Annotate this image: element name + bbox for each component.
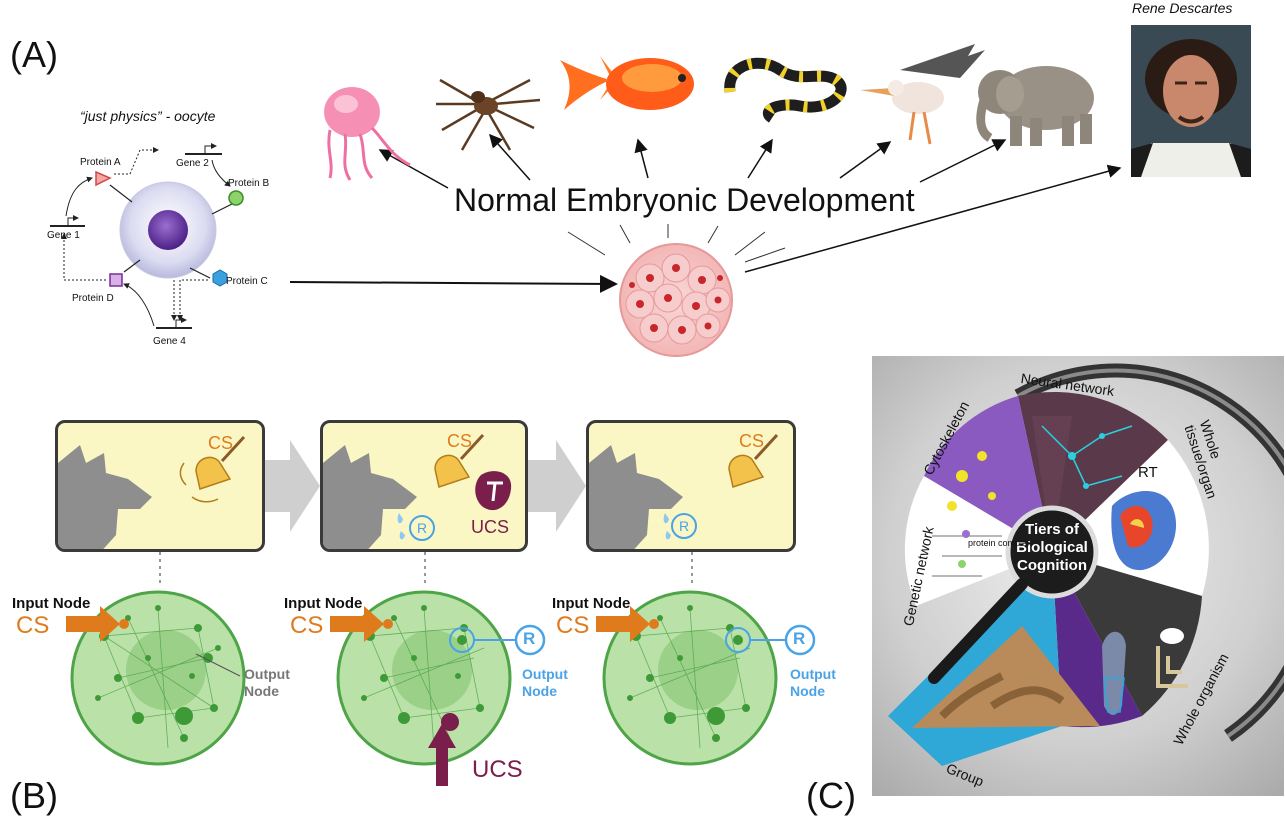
protein-b-shape: [228, 190, 244, 206]
label-protein-c: Protein C: [226, 276, 268, 287]
spider-icon: [436, 78, 541, 151]
jellyfish-icon: [324, 87, 411, 181]
output-node-label-3: Output Node: [790, 666, 836, 700]
magnifier-lens: [1005, 505, 1099, 599]
r-label: R: [678, 518, 690, 534]
label-gene-4: Gene 4: [153, 336, 186, 347]
cs-input-label-3: CS: [556, 612, 590, 639]
output-node-label-1: Output Node: [244, 666, 290, 700]
input-node-label-1: Input Node: [12, 595, 91, 612]
output-node-label-2: Output Node: [522, 666, 568, 700]
dog-silhouette-icon: [323, 445, 417, 549]
label-protein-a: Protein A: [80, 157, 121, 168]
embryo-morula: [619, 243, 733, 357]
protein-d-shape: [109, 273, 123, 287]
tiers-center-label: Tiers of Biological Cognition: [1012, 521, 1092, 575]
panel-label-a: (A): [10, 34, 58, 75]
output-line-1: Output: [244, 666, 290, 682]
protein-c-shape: [212, 269, 228, 287]
sector-cytoskeleton: [924, 396, 1052, 552]
input-node-label-3: Input Node: [552, 595, 631, 612]
output-line-1: Output: [790, 666, 836, 682]
inner-label-rt: RT: [1138, 464, 1158, 481]
bell-icon: [434, 433, 485, 488]
sector-organism: [1052, 552, 1202, 716]
cs-input-label-2: CS: [290, 612, 324, 639]
cs-label-1: CS: [208, 433, 234, 453]
drool-icon: [663, 513, 671, 540]
descartes-portrait: [1131, 25, 1251, 177]
bell-icon: [728, 433, 779, 488]
label-gene-2: Gene 2: [176, 158, 209, 169]
inner-label-protein-complex: protein complex: [968, 538, 1032, 548]
network-circle-1: [70, 590, 246, 766]
scene-box-2: CS UCS R: [320, 420, 528, 552]
r-badge-box-3: R: [671, 513, 697, 539]
development-label: Normal Embryonic Development: [454, 182, 915, 218]
r-output-2: R: [523, 629, 536, 648]
ucs-input-label: UCS: [472, 756, 523, 783]
goldfish-icon: [560, 56, 694, 110]
output-line-2: Node: [522, 683, 557, 699]
output-line-1: Output: [522, 666, 568, 682]
scene-box-3: CS R: [586, 420, 796, 552]
cs-label-2: CS: [447, 431, 473, 451]
cs-label-3: CS: [739, 431, 765, 451]
scene-box-1: CS: [55, 420, 265, 552]
drool-icon: [397, 513, 405, 540]
center-line-3: Cognition: [1017, 557, 1087, 574]
pelican-icon: [860, 44, 985, 145]
cs-input-label-1: CS: [16, 612, 50, 639]
gene-network-diagram: [50, 143, 244, 329]
label-protein-b: Protein B: [228, 178, 270, 189]
bell-icon: [179, 435, 246, 503]
input-node-label-2: Input Node: [284, 595, 363, 612]
elephant-icon: [976, 66, 1094, 146]
output-line-2: Node: [790, 683, 825, 699]
network-circle-3: [602, 590, 778, 766]
r-output-3: R: [793, 629, 806, 648]
development-arrows: [289, 44, 1122, 357]
ucs-label-box: UCS: [471, 517, 510, 537]
dog-silhouette-icon: [589, 445, 683, 549]
label-gene-1: Gene 1: [47, 230, 80, 241]
network-circle-2: [336, 590, 512, 766]
oocyte-nucleus: [148, 210, 188, 250]
tiers-wheel: [888, 363, 1284, 766]
portrait-caption: Rene Descartes: [1132, 0, 1233, 16]
center-line-2: Biological: [1016, 539, 1088, 556]
protein-a-shape: [95, 170, 112, 187]
snake-icon: [724, 57, 847, 123]
panel-label-b: (B): [10, 775, 58, 816]
label-protein-d: Protein D: [72, 293, 114, 304]
panel-label-c: (C): [806, 775, 856, 816]
oocyte-title: “just physics” - oocyte: [80, 108, 216, 124]
sector-genetic: [904, 476, 1052, 606]
center-line-1: Tiers of: [1025, 521, 1079, 538]
magnifier-handle: [928, 578, 1028, 684]
r-label: R: [416, 520, 428, 536]
output-line-2: Node: [244, 683, 279, 699]
r-badge-box-2: R: [409, 515, 435, 541]
dog-silhouette-icon: [58, 445, 152, 549]
